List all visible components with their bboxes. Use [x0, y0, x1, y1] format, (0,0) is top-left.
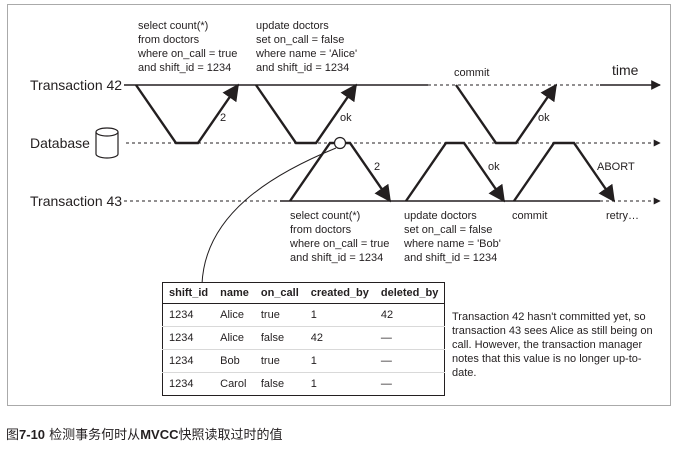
cell: —: [374, 326, 445, 350]
cell: 1234: [162, 349, 215, 373]
diagram-frame: [7, 4, 671, 406]
cell: 1: [304, 349, 375, 373]
cell: 1234: [162, 326, 215, 350]
cell: —: [374, 349, 445, 373]
t42-select-query: select count(*) from doctors where on_ca…: [137, 20, 237, 74]
lane-label-db: Database: [30, 135, 90, 151]
caption-text-a: 检测事务何时从: [45, 428, 141, 443]
callout-curve: [201, 147, 337, 285]
lane-label-t43: Transaction 43: [30, 193, 122, 209]
t43-select-query: select count(*) from doctors where on_ca…: [289, 210, 389, 264]
table-row: 1234 Alice false 42 —: [162, 326, 445, 350]
svg-text:and shift_id = 1234: and shift_id = 1234: [256, 62, 349, 74]
col-name: name: [214, 282, 255, 304]
t42-commit-roundtrip: [455, 83, 557, 145]
t43-update-result: ok: [488, 161, 500, 173]
t42-commit-label: commit: [454, 67, 489, 79]
cell: false: [254, 326, 305, 350]
svg-text:select count(*): select count(*): [290, 210, 360, 222]
cell: true: [260, 309, 280, 321]
svg-text:update doctors: update doctors: [256, 20, 329, 32]
cell: 42: [304, 326, 375, 350]
svg-text:and shift_id = 1234: and shift_id = 1234: [290, 252, 383, 264]
col-shift-id: shift_id: [162, 282, 215, 304]
t43-retry-label: retry…: [606, 210, 639, 222]
caption-prefix: 图: [6, 428, 20, 443]
caption-mvcc: MVCC: [140, 427, 179, 442]
cell: 42: [380, 309, 394, 321]
t42-select-result: 2: [220, 112, 226, 124]
svg-text:where on_call = true: where on_call = true: [137, 48, 237, 60]
table-row: 1234 Alice true 1 42: [163, 304, 445, 327]
t42-select-roundtrip: [135, 83, 239, 145]
snapshot-read-circle: [333, 136, 347, 150]
table-row: 1234 Bob true 1 —: [162, 349, 445, 373]
caption-number: 7-10: [19, 427, 46, 442]
t43-select-result: 2: [374, 161, 380, 173]
svg-text:from doctors: from doctors: [138, 34, 200, 46]
figure-caption: 图7-10 检测事务何时从MVCC快照读取过时的值: [6, 424, 282, 443]
cell: 1234: [169, 309, 194, 321]
svg-text:set on_call = false: set on_call = false: [404, 224, 492, 236]
cell: Carol: [214, 372, 255, 396]
table-header-row: shift_id name on_call created_by deleted…: [162, 282, 445, 304]
t43-abort-label: ABORT: [597, 161, 635, 173]
t43-commit-label: commit: [512, 210, 547, 222]
cell: true: [254, 349, 305, 373]
t42-update-query: update doctors set on_call = false where…: [255, 20, 357, 74]
cell: Alice: [220, 309, 244, 321]
cell: —: [374, 372, 445, 396]
col-created-by: created_by: [304, 282, 375, 304]
svg-text:update doctors: update doctors: [404, 210, 477, 222]
t42-commit-result: ok: [538, 112, 550, 124]
svg-text:where on_call = true: where on_call = true: [289, 238, 389, 250]
cell: Alice: [214, 326, 255, 350]
svg-text:from doctors: from doctors: [290, 224, 352, 236]
lane-label-t42: Transaction 42: [30, 77, 122, 93]
svg-text:and shift_id = 1234: and shift_id = 1234: [404, 252, 497, 264]
svg-text:select count(*): select count(*): [138, 20, 208, 32]
t43-commit-roundtrip: [513, 141, 615, 203]
svg-text:where name = 'Bob': where name = 'Bob': [403, 238, 501, 250]
col-on-call: on_call: [254, 282, 305, 304]
svg-text:and shift_id = 1234: and shift_id = 1234: [138, 62, 231, 74]
caption-text-b: 快照读取过时的值: [178, 428, 283, 443]
cell: false: [254, 372, 305, 396]
table-row: 1234 Carol false 1 —: [162, 372, 445, 396]
t42-update-result: ok: [340, 112, 352, 124]
cell: 1234: [162, 372, 215, 396]
time-label: time: [612, 62, 639, 78]
explanation-note: Transaction 42 hasn't committed yet, so …: [452, 311, 653, 379]
col-deleted-by: deleted_by: [374, 282, 445, 304]
svg-text:where name = 'Alice': where name = 'Alice': [255, 48, 357, 60]
cell: Bob: [214, 349, 255, 373]
t43-update-query: update doctors set on_call = false where…: [403, 210, 501, 264]
svg-text:set on_call = false: set on_call = false: [256, 34, 344, 46]
t43-update-roundtrip: [405, 141, 505, 203]
cell: 1: [304, 372, 375, 396]
cell: 1: [310, 309, 317, 321]
snapshot-table: shift_id name on_call created_by deleted…: [162, 282, 446, 396]
t42-update-roundtrip: [255, 83, 357, 145]
database-cylinder-icon: [95, 127, 119, 159]
